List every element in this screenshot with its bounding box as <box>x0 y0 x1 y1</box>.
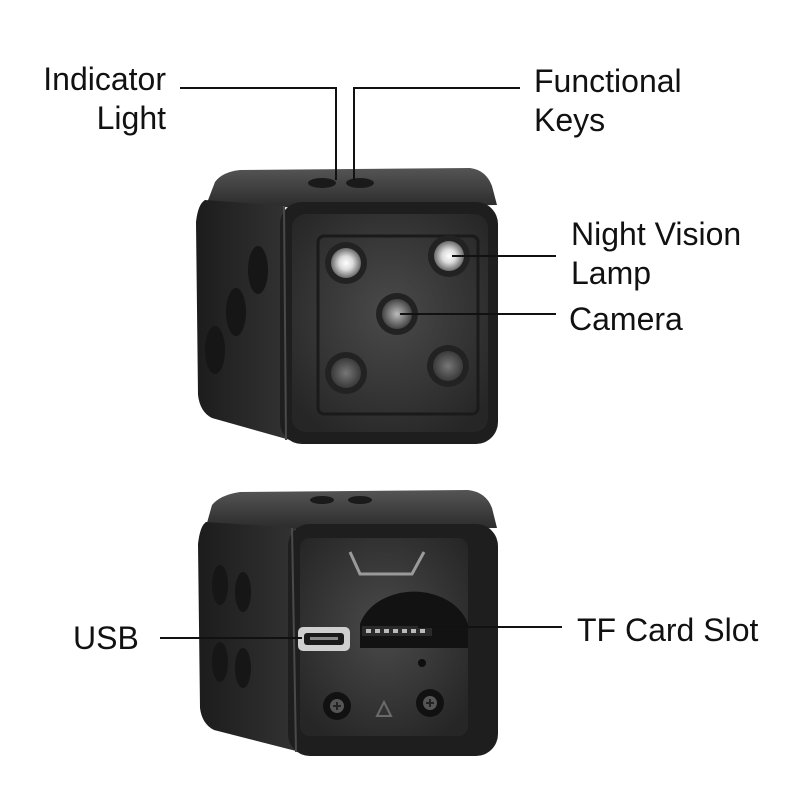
label-indicator-light: Indicator Light <box>20 60 166 138</box>
side-pip <box>212 565 228 605</box>
label-functional-keys-line1: Functional <box>534 63 682 99</box>
microphone-hole-icon <box>418 659 426 667</box>
camera-back-view <box>198 490 498 756</box>
indicator-light-icon <box>308 178 336 188</box>
side-pip <box>205 326 225 374</box>
label-functional-keys-line2: Keys <box>534 102 606 138</box>
clip-icon <box>348 551 426 576</box>
top-face <box>205 168 497 208</box>
triangle-mark-icon <box>375 699 393 717</box>
label-tf-card-slot: TF Card Slot <box>577 612 759 648</box>
camera-front-view <box>196 168 498 444</box>
label-indicator-light-line1: Indicator <box>43 61 166 97</box>
side-pip <box>226 288 246 336</box>
side-pip <box>235 648 251 688</box>
label-indicator-light-line2: Light <box>96 100 166 136</box>
leader-functional-keys <box>353 87 520 180</box>
side-pip <box>248 246 268 294</box>
label-night-vision-lamp-line1: Night Vision <box>571 216 742 252</box>
leader-indicator-light <box>180 87 337 180</box>
label-night-vision-lamp-line2: Lamp <box>571 255 652 291</box>
label-functional-keys: Functional Keys <box>534 62 682 140</box>
label-usb: USB <box>73 620 139 656</box>
label-camera: Camera <box>569 301 683 337</box>
side-pip <box>235 572 251 612</box>
top-face <box>205 490 497 530</box>
leader-lines <box>160 87 562 639</box>
side-pip <box>212 642 228 682</box>
functional-key-icon <box>346 178 374 188</box>
label-night-vision-lamp: Night Vision Lamp <box>571 215 741 293</box>
